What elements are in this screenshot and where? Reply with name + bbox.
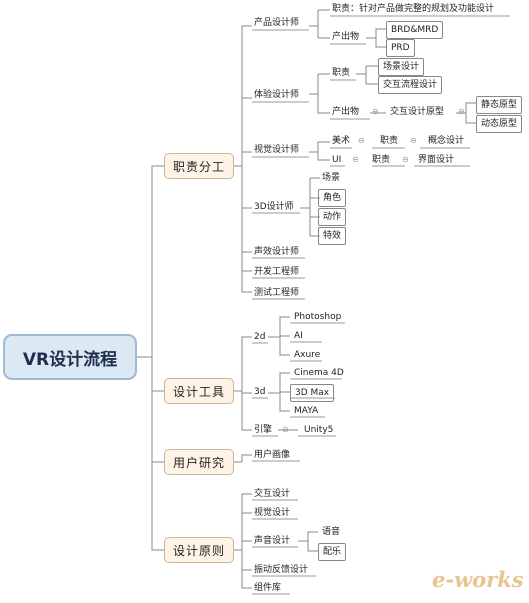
collapse-icon[interactable]: ⊖ [282, 425, 289, 434]
node-sound-voice[interactable]: 语音 [322, 527, 341, 537]
node-ux-designer[interactable]: 体验设计师 [254, 90, 300, 100]
collapse-icon[interactable]: ⊖ [352, 155, 359, 164]
node-user-persona[interactable]: 用户画像 [254, 450, 291, 460]
node-dev-engineer[interactable]: 开发工程师 [254, 267, 300, 277]
node-principle-components[interactable]: 组件库 [254, 583, 282, 593]
node-qa-engineer[interactable]: 测试工程师 [254, 288, 300, 298]
node-product-designer[interactable]: 产品设计师 [254, 18, 300, 28]
node-sound-music[interactable]: 配乐 [318, 543, 347, 561]
main-node-principles[interactable]: 设计原则 [164, 537, 234, 563]
ux-proto-static-label: 静态原型 [481, 100, 518, 110]
main-node-research[interactable]: 用户研究 [164, 449, 234, 475]
collapse-icon[interactable]: ⊖ [358, 136, 365, 145]
node-tool-maya[interactable]: MAYA [294, 406, 319, 416]
node-vis-art[interactable]: 美术 [332, 136, 351, 146]
node-sound-designer[interactable]: 声效设计师 [254, 247, 300, 257]
pd-output-prd-label: PRD [391, 43, 410, 53]
ux-proto-dynamic-label: 动态原型 [481, 119, 518, 129]
node-vis-concept[interactable]: 概念设计 [428, 136, 465, 146]
node-ux-output[interactable]: 产出物 [332, 107, 360, 117]
main-node-duties[interactable]: 职责分工 [164, 153, 234, 179]
3d-effects-label: 特效 [323, 231, 342, 241]
node-tools-2d[interactable]: 2d [254, 332, 266, 342]
node-3d-character[interactable]: 角色 [318, 189, 347, 207]
ux-duty-scene-label: 场景设计 [383, 62, 420, 72]
node-pd-output[interactable]: 产出物 [332, 32, 360, 42]
tool-3dmax-label: 3D Max [295, 388, 330, 398]
node-tool-axure[interactable]: Axure [294, 350, 321, 360]
node-pd-output-brd[interactable]: BRD&MRD [386, 21, 444, 39]
node-tool-ai[interactable]: AI [294, 331, 303, 341]
node-principle-interaction[interactable]: 交互设计 [254, 489, 291, 499]
collapse-icon[interactable]: ⊖ [402, 155, 409, 164]
3d-character-label: 角色 [323, 193, 342, 203]
node-tools-engine[interactable]: 引擎 [254, 425, 273, 435]
node-pd-output-prd[interactable]: PRD [386, 39, 415, 57]
node-vis-ui-duty[interactable]: 职责 [372, 155, 391, 165]
sound-music-label: 配乐 [323, 547, 342, 557]
node-ux-proto-static[interactable]: 静态原型 [476, 96, 523, 114]
node-vis-interface[interactable]: 界面设计 [418, 155, 455, 165]
node-visual-designer[interactable]: 视觉设计师 [254, 145, 300, 155]
collapse-icon[interactable]: ⊖ [410, 136, 417, 145]
node-tool-photoshop[interactable]: Photoshop [294, 312, 342, 322]
node-3d-effects[interactable]: 特效 [318, 227, 347, 245]
node-ux-duty-scene[interactable]: 场景设计 [378, 58, 425, 76]
watermark-logo: e-works [432, 567, 524, 592]
main-node-tools[interactable]: 设计工具 [164, 378, 234, 404]
node-principle-haptic[interactable]: 振动反馈设计 [254, 565, 309, 575]
main-label-principles: 设计原则 [172, 543, 225, 558]
pd-output-brd-label: BRD&MRD [391, 25, 439, 35]
node-tool-3dmax[interactable]: 3D Max [290, 384, 335, 402]
ux-duty-flow-label: 交互流程设计 [383, 80, 438, 90]
collapse-icon[interactable]: ⊖ [372, 107, 379, 116]
node-ux-duty[interactable]: 职责 [332, 68, 351, 78]
root-node[interactable]: VR设计流程 [3, 334, 137, 380]
collapse-icon[interactable]: ⊖ [458, 107, 465, 116]
main-label-research: 用户研究 [172, 455, 225, 470]
node-ux-proto-dynamic[interactable]: 动态原型 [476, 115, 523, 133]
node-principle-sound[interactable]: 声音设计 [254, 536, 291, 546]
3d-motion-label: 动作 [323, 212, 342, 222]
node-tool-unity[interactable]: Unity5 [304, 425, 334, 435]
node-ux-duty-flow[interactable]: 交互流程设计 [378, 76, 443, 94]
node-ux-prototype[interactable]: 交互设计原型 [390, 107, 445, 117]
main-label-tools: 设计工具 [172, 384, 225, 399]
node-pd-duty[interactable]: 职责：针对产品做完整的规划及功能设计 [332, 4, 495, 14]
node-3d-designer[interactable]: 3D设计师 [254, 202, 294, 212]
node-principle-visual[interactable]: 视觉设计 [254, 508, 291, 518]
main-label-duties: 职责分工 [172, 159, 225, 174]
node-tools-3d[interactable]: 3d [254, 387, 266, 397]
root-label: VR设计流程 [22, 349, 118, 370]
node-3d-scene[interactable]: 场景 [322, 173, 341, 183]
node-vis-ui[interactable]: UI [332, 155, 342, 165]
node-3d-motion[interactable]: 动作 [318, 208, 347, 226]
node-vis-art-duty[interactable]: 职责 [380, 136, 399, 146]
node-tool-cinema4d[interactable]: Cinema 4D [294, 368, 344, 378]
